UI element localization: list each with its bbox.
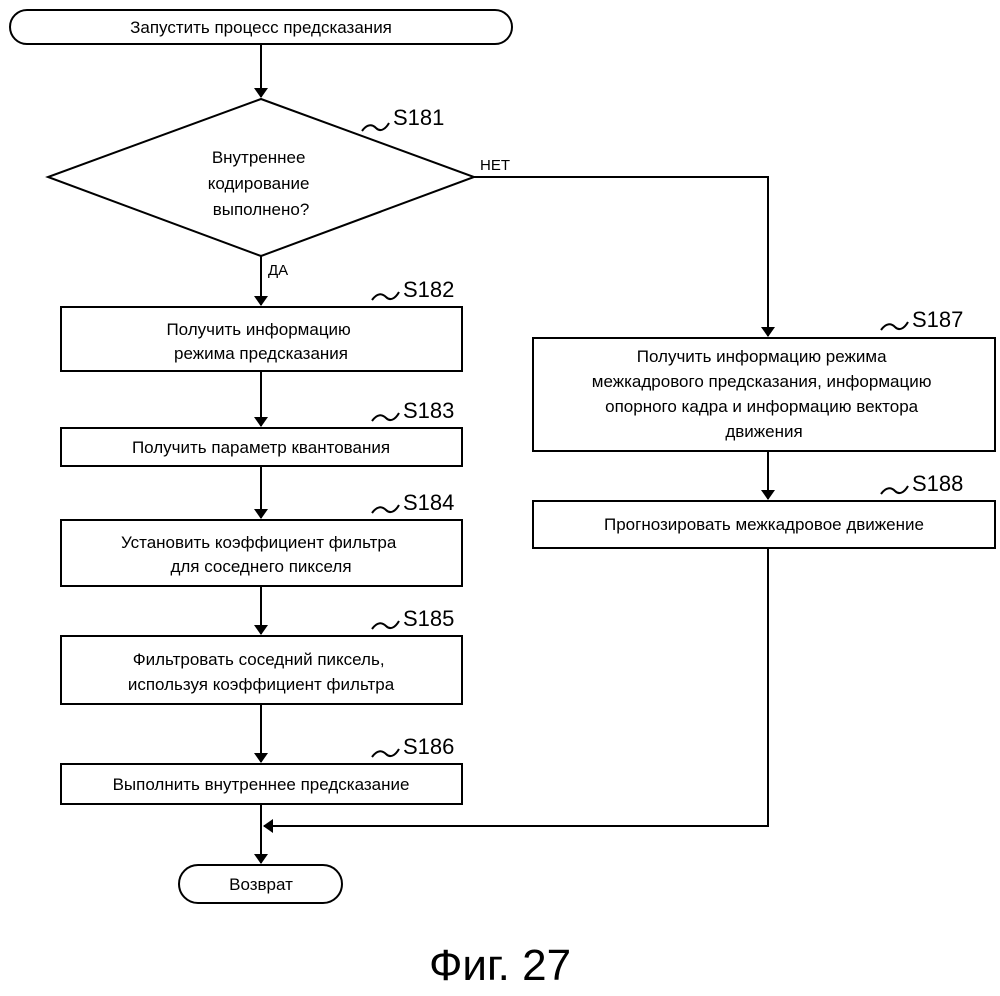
s186-line-1: Выполнить внутреннее предсказание — [113, 775, 410, 794]
step-label-s182: S182 — [403, 277, 454, 302]
step-label-s187: S187 — [912, 307, 963, 332]
squiggle-s182 — [372, 292, 399, 300]
svg-text:Возврат: Возврат — [229, 875, 293, 894]
process-box-s182: Получить информацию режима предсказания — [61, 307, 462, 371]
step-label-s184: S184 — [403, 490, 454, 515]
process-box-s185: Фильтровать соседний пиксель, используя … — [61, 636, 462, 704]
squiggle-s185 — [372, 621, 399, 629]
step-label-s185: S185 — [403, 606, 454, 631]
squiggle-s188 — [881, 486, 908, 494]
branch-label-no: НЕТ — [480, 157, 510, 174]
process-box-s184: Установить коэффициент фильтра для сосед… — [61, 520, 462, 586]
process-box-s186: Выполнить внутреннее предсказание — [61, 764, 462, 804]
end-terminator: Возврат — [179, 865, 342, 903]
squiggle-s187 — [881, 322, 908, 330]
squiggle-s184 — [372, 505, 399, 513]
decision-line-1: Внутреннее — [212, 148, 306, 167]
svg-text:Внутреннее кодирование: Внутреннее кодирование выполнено? — [208, 148, 314, 219]
process-box-s183: Получить параметр квантования — [61, 428, 462, 466]
start-label: Запустить процесс предсказания — [130, 18, 392, 37]
svg-text:Выполнить внутреннее предсказа: Выполнить внутреннее предсказание — [113, 775, 410, 794]
step-label-s183: S183 — [403, 398, 454, 423]
s183-line-1: Получить параметр квантования — [132, 438, 390, 457]
s182-line-1: Получить информацию — [166, 320, 351, 339]
decision-line-3: выполнено? — [213, 200, 310, 219]
s187-line-1: Получить информацию режима — [637, 347, 887, 366]
end-label: Возврат — [229, 875, 293, 894]
s188-line-1: Прогнозировать межкадровое движение — [604, 515, 924, 534]
step-label-s188: S188 — [912, 471, 963, 496]
svg-text:Получить параметр квантования: Получить параметр квантования — [132, 438, 390, 457]
svg-text:Запустить процесс предсказания: Запустить процесс предсказания — [130, 18, 392, 37]
s187-line-4: движения — [725, 422, 802, 441]
process-box-s187: Получить информацию режима межкадрового … — [533, 338, 995, 451]
squiggle-s181 — [362, 123, 389, 131]
s184-line-1: Установить коэффициент фильтра — [121, 533, 397, 552]
squiggle-s183 — [372, 413, 399, 421]
step-label-s181: S181 — [393, 105, 444, 130]
s185-line-2: используя коэффициент фильтра — [128, 675, 395, 694]
s187-line-2: межкадрового предсказания, информацию — [592, 372, 932, 391]
process-box-s188: Прогнозировать межкадровое движение — [533, 501, 995, 548]
decision-line-2: кодирование — [208, 174, 310, 193]
squiggle-s186 — [372, 749, 399, 757]
start-terminator: Запустить процесс предсказания — [10, 10, 512, 44]
s184-line-2: для соседнего пикселя — [170, 557, 351, 576]
arrow-no-to-s187 — [474, 177, 768, 336]
step-label-s186: S186 — [403, 734, 454, 759]
branch-label-yes: ДА — [268, 262, 288, 279]
s185-line-1: Фильтровать соседний пиксель, — [133, 650, 385, 669]
s187-line-3: опорного кадра и информацию вектора — [605, 397, 919, 416]
figure-caption: Фиг. 27 — [429, 941, 571, 990]
svg-text:Прогнозировать межкадровое дви: Прогнозировать межкадровое движение — [604, 515, 924, 534]
s182-line-2: режима предсказания — [174, 344, 348, 363]
